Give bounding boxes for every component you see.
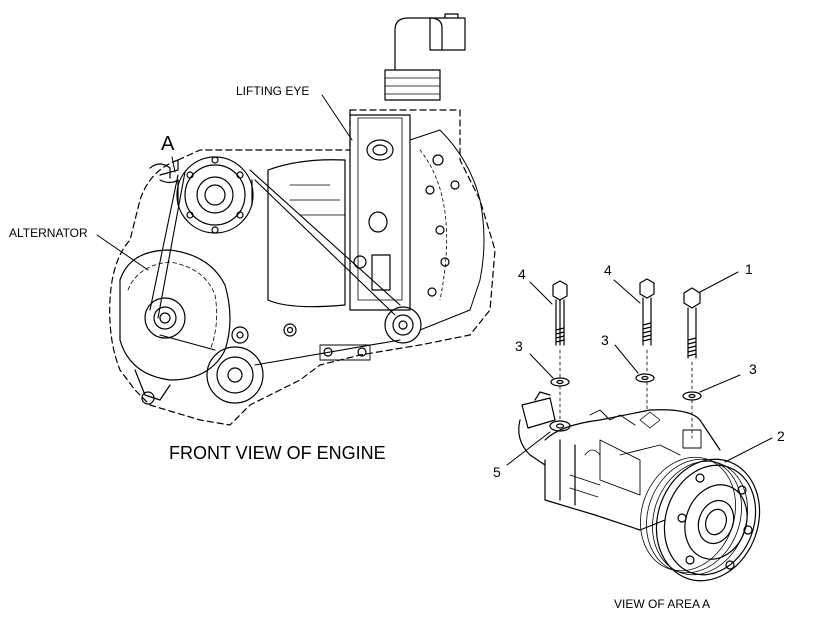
engine-compressor — [149, 156, 254, 234]
front-view-caption: FRONT VIEW OF ENGINE — [169, 443, 386, 463]
washer-left — [550, 377, 570, 387]
view-area-caption: VIEW OF AREA A — [614, 597, 711, 611]
leader-area-a — [171, 156, 176, 173]
bolt-long — [683, 287, 701, 359]
callout-1: 1 — [745, 261, 753, 277]
alternator-label: ALTERNATOR — [9, 226, 88, 240]
leader-4-middle — [613, 279, 641, 304]
top-housing — [384, 69, 441, 101]
area-a-marker: A — [161, 133, 175, 155]
leader-lifting-eye — [321, 94, 353, 141]
washer-right — [682, 391, 702, 401]
compressor-body — [518, 391, 721, 531]
callout-2: 2 — [777, 428, 785, 444]
drive-belt — [149, 169, 401, 366]
lifting-eye — [349, 114, 411, 311]
bolt-middle — [639, 278, 655, 346]
leader-5 — [506, 431, 551, 466]
callout-3-right: 3 — [749, 361, 757, 377]
callout-3-left: 3 — [515, 338, 523, 354]
lifting-eye-label: LIFTING EYE — [236, 84, 310, 98]
leader-4-left — [529, 281, 553, 305]
crank-pulley — [206, 326, 264, 404]
leader-2 — [724, 437, 773, 463]
tensioner-pulley — [384, 306, 422, 344]
engine-alternator — [119, 249, 231, 405]
callout-5: 5 — [493, 464, 501, 480]
leader-3-right — [699, 374, 741, 393]
bolt-left — [552, 280, 568, 346]
callout-4-middle: 4 — [604, 262, 612, 278]
leader-3-left — [529, 353, 554, 379]
callout-4-left: 4 — [518, 266, 526, 282]
leader-alternator — [96, 234, 149, 271]
leader-3-middle — [614, 344, 639, 374]
compressor-pulley — [640, 456, 761, 582]
front-cover — [267, 159, 346, 308]
callout-3-middle: 3 — [601, 332, 609, 348]
washer-middle — [635, 373, 655, 383]
leader-1 — [699, 271, 739, 293]
